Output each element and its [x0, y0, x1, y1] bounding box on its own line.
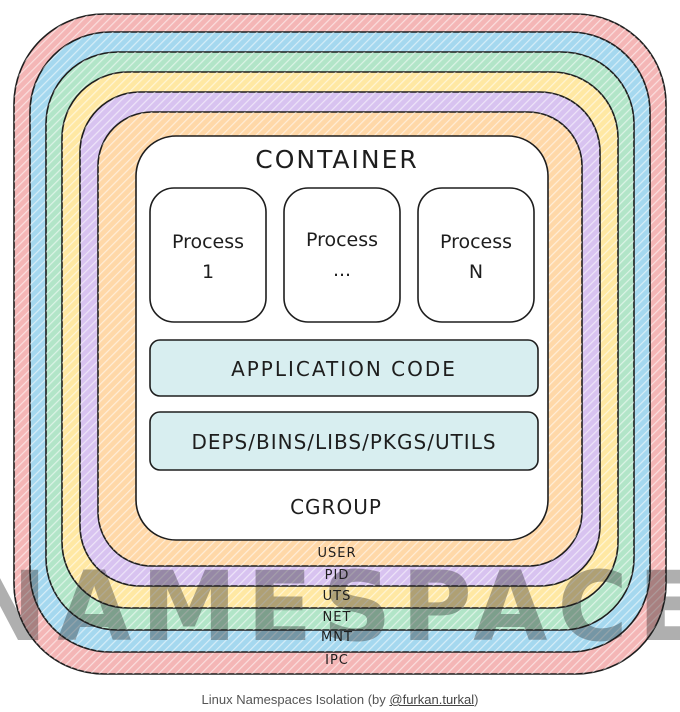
process-box-2: Process ...	[283, 187, 401, 323]
caption-text: Linux Namespaces Isolation (by	[201, 692, 390, 707]
namespace-label-net: NET	[323, 610, 352, 625]
process-sub: N	[469, 261, 483, 283]
deps-label: DEPS/BINS/LIBS/PKGS/UTILS	[191, 430, 496, 454]
process-label: Process	[440, 231, 512, 253]
namespace-label-ipc: IPC	[325, 653, 349, 668]
namespace-label-pid: PID	[325, 568, 350, 583]
deps-box: DEPS/BINS/LIBS/PKGS/UTILS	[149, 411, 539, 471]
process-label: Process	[172, 231, 244, 253]
namespace-label-mnt: MNT	[321, 630, 353, 645]
namespace-label-uts: UTS	[323, 589, 352, 604]
application-code-label: APPLICATION CODE	[231, 357, 457, 381]
process-box-n: Process N	[417, 187, 535, 323]
namespace-diagram: NAMESPACE CONTAINER Process 1 Process ..…	[0, 13, 680, 675]
process-sub: ...	[333, 259, 351, 281]
namespace-label-user: USER	[317, 546, 356, 561]
process-label: Process	[306, 229, 378, 251]
caption-suffix: )	[474, 692, 479, 707]
author-link[interactable]: @furkan.turkal	[389, 692, 475, 707]
application-code-box: APPLICATION CODE	[149, 339, 539, 397]
process-sub: 1	[202, 261, 214, 283]
cgroup-label: CGROUP	[290, 495, 382, 519]
container-title: CONTAINER	[255, 145, 419, 174]
process-box-1: Process 1	[149, 187, 267, 323]
namespace-watermark: NAMESPACE	[0, 551, 680, 663]
image-caption: Linux Namespaces Isolation (by @furkan.t…	[0, 692, 680, 707]
